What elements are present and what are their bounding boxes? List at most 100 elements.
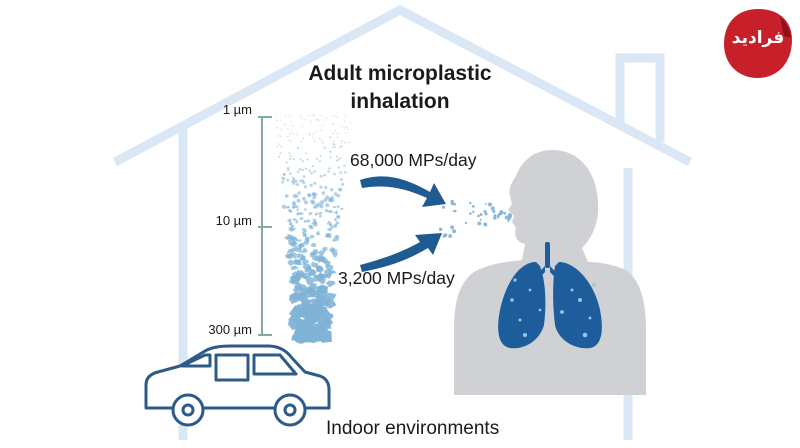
particle: [329, 225, 335, 230]
inhaled-particle-stream: [438, 199, 512, 238]
particle: [319, 185, 323, 189]
particle: [306, 158, 309, 161]
particle: [313, 114, 315, 117]
particle: [300, 255, 306, 260]
particle: [282, 173, 286, 176]
particle: [450, 201, 455, 206]
particle: [316, 202, 321, 207]
particle: [510, 298, 514, 302]
particle: [304, 236, 310, 242]
logo-text: فرادید: [731, 28, 785, 48]
particle: [280, 128, 282, 130]
particle: [290, 265, 300, 271]
particle: [288, 172, 292, 175]
particle: [286, 168, 290, 172]
particle: [323, 173, 326, 177]
particle: [303, 266, 312, 272]
particle: [336, 193, 341, 198]
particle: [296, 198, 301, 203]
particle: [286, 166, 290, 170]
particle: [333, 115, 336, 117]
particle-funnel: [275, 114, 353, 344]
particle: [303, 185, 308, 189]
particle: [300, 117, 303, 119]
particle: [301, 160, 305, 163]
particle: [333, 192, 338, 196]
particle: [308, 132, 311, 135]
particle: [469, 201, 472, 205]
particle: [300, 140, 303, 143]
particle: [592, 283, 596, 287]
particle: [499, 210, 504, 214]
particle: [578, 298, 582, 302]
particle: [528, 288, 532, 292]
particle: [298, 115, 300, 117]
particle: [312, 133, 314, 135]
particle: [307, 193, 312, 198]
particle: [288, 133, 291, 135]
particle: [299, 217, 304, 220]
particle: [308, 134, 311, 136]
particle: [344, 141, 346, 144]
particle: [335, 155, 338, 158]
particle: [336, 205, 340, 209]
particle: [346, 126, 348, 129]
particle: [281, 204, 287, 209]
particle: [320, 298, 330, 307]
particle: [287, 135, 289, 138]
particle: [477, 221, 482, 226]
particle: [311, 164, 314, 168]
car-outline: [144, 344, 331, 427]
particle: [336, 136, 339, 138]
particle: [308, 224, 313, 229]
particle: [296, 170, 300, 174]
particle: [306, 219, 311, 223]
particle: [328, 136, 331, 138]
particle: [464, 221, 468, 225]
particle: [332, 205, 337, 209]
particle: [326, 221, 332, 225]
particle: [303, 239, 310, 246]
particle: [319, 154, 322, 157]
particle: [313, 223, 318, 227]
particle: [323, 260, 331, 267]
deposited-particles: [510, 278, 596, 338]
particle: [296, 208, 300, 212]
particle: [334, 217, 337, 222]
particle: [310, 120, 312, 123]
particle: [296, 147, 299, 150]
particle: [291, 240, 298, 246]
particle: [469, 212, 472, 215]
particle: [331, 146, 334, 149]
particle: [295, 183, 299, 187]
particle: [318, 119, 320, 121]
particle: [298, 168, 302, 171]
particle: [335, 159, 339, 162]
particle: [307, 282, 317, 292]
particle: [326, 116, 328, 119]
particle: [289, 155, 292, 158]
particle: [334, 130, 336, 132]
particle: [493, 214, 497, 217]
particle: [477, 214, 480, 218]
particle: [295, 239, 302, 242]
particle: [316, 118, 318, 121]
particle: [319, 174, 323, 178]
particle: [301, 247, 308, 254]
particle: [327, 170, 330, 173]
particle: [490, 206, 495, 211]
particle: [321, 317, 334, 326]
particle: [308, 298, 321, 307]
particle: [344, 115, 346, 117]
particle: [332, 142, 334, 145]
particle: [329, 136, 332, 139]
particle: [332, 133, 335, 135]
particle: [339, 145, 342, 147]
particle: [310, 243, 317, 248]
particle: [288, 227, 294, 232]
particle: [311, 274, 320, 282]
particle: [339, 178, 343, 182]
particle: [538, 308, 542, 312]
particle: [507, 213, 512, 219]
